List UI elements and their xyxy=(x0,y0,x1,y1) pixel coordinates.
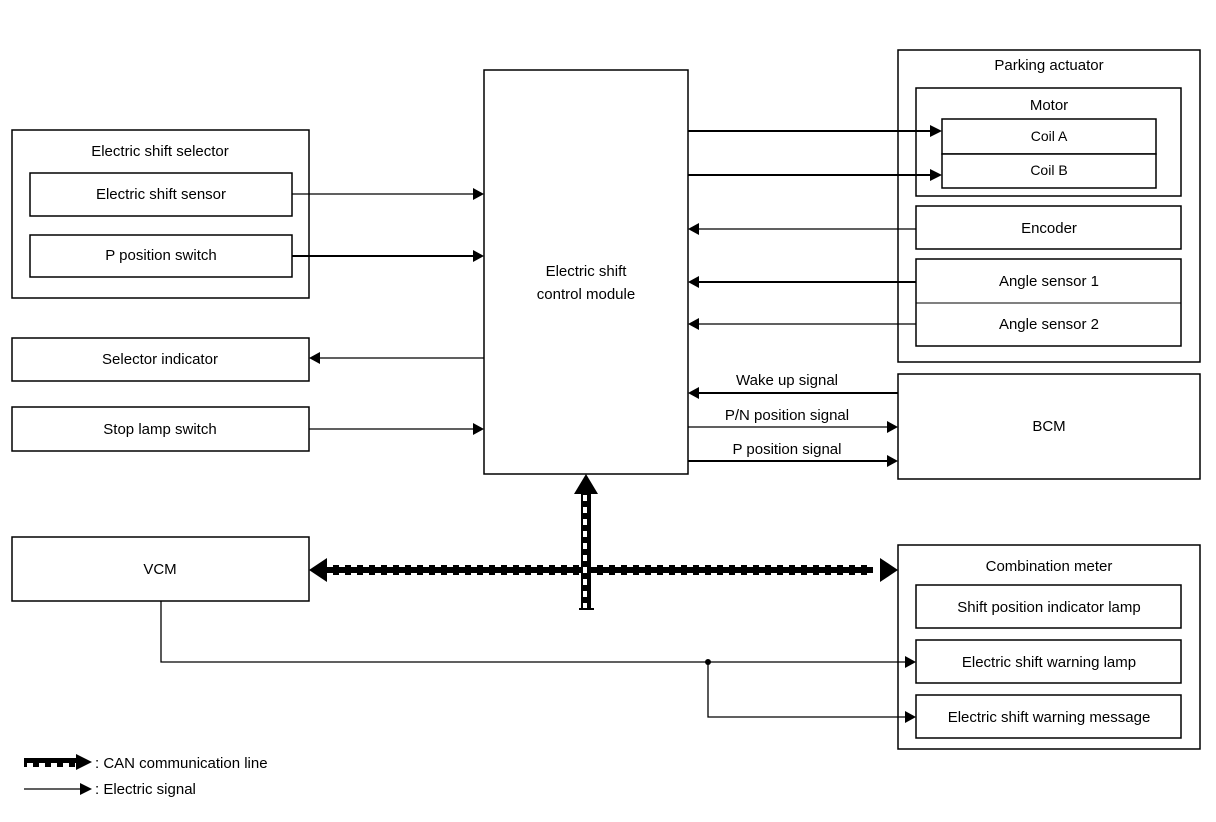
vcm-label: VCM xyxy=(143,561,176,578)
motor-label: Motor xyxy=(1030,97,1068,114)
ecm-label-line2: control module xyxy=(537,286,635,303)
coil-b-box xyxy=(941,153,1157,189)
selector-indicator: Selector indicator xyxy=(11,337,310,382)
p-position-signal-label: P position signal xyxy=(733,441,842,458)
encoder-label: Encoder xyxy=(1021,220,1077,237)
coil-b-label: Coil B xyxy=(1030,162,1067,178)
legend-electric-label: : Electric signal xyxy=(95,781,196,798)
angle-sensor-1-label: Angle sensor 1 xyxy=(999,273,1099,290)
bcm-label: BCM xyxy=(1032,418,1065,435)
electric-shift-warning-lamp-label: Electric shift warning lamp xyxy=(962,654,1136,671)
electric-signal-wires xyxy=(160,125,942,723)
selector-indicator-label: Selector indicator xyxy=(102,351,218,368)
encoder-box xyxy=(915,205,1182,250)
stop-lamp-switch: Stop lamp switch xyxy=(11,406,310,452)
coil-a-label: Coil A xyxy=(1031,128,1068,144)
electric-shift-warning-lamp-box xyxy=(915,639,1182,684)
shift-position-indicator-lamp-label: Shift position indicator lamp xyxy=(957,599,1140,616)
combination-meter-title: Combination meter xyxy=(986,558,1113,575)
legend: : CAN communication line : Electric sign… xyxy=(24,754,268,798)
can-bus xyxy=(309,474,898,610)
legend-can-line xyxy=(24,758,78,767)
stop-lamp-switch-label: Stop lamp switch xyxy=(103,421,216,438)
electric-shift-control-module: Electric shift control module xyxy=(483,69,689,475)
pn-position-signal-label: P/N position signal xyxy=(725,407,849,424)
ecm-label-line1: Electric shift xyxy=(546,263,628,280)
electric-shift-sensor-box xyxy=(29,172,293,217)
p-position-switch-label: P position switch xyxy=(105,247,216,264)
electric-shift-selector: Electric shift selector Electric shift s… xyxy=(11,129,310,299)
electric-shift-warning-message-label: Electric shift warning message xyxy=(948,709,1151,726)
bcm: BCM xyxy=(897,373,1201,480)
combination-meter: Combination meter Shift position indicat… xyxy=(897,544,1201,750)
parking-actuator-title: Parking actuator xyxy=(994,57,1103,74)
coil-a-box xyxy=(941,118,1157,155)
angle-sensor-2-label: Angle sensor 2 xyxy=(999,316,1099,333)
wake-up-signal-label: Wake up signal xyxy=(736,372,838,389)
vcm: VCM xyxy=(11,536,310,602)
selector-title: Electric shift selector xyxy=(91,143,229,160)
legend-can-label: : CAN communication line xyxy=(95,755,268,772)
parking-actuator: Parking actuator Motor Coil A Coil B Enc… xyxy=(897,49,1201,363)
shift-position-indicator-lamp-box xyxy=(915,584,1182,629)
electric-shift-sensor-label: Electric shift sensor xyxy=(96,186,226,203)
electric-shift-warning-message-box xyxy=(915,694,1182,739)
